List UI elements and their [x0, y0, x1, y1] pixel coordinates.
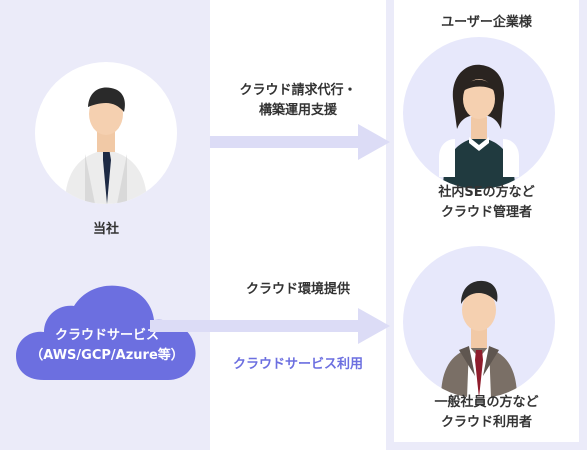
male-employee-icon [441, 280, 517, 398]
female-admin-icon [439, 64, 519, 189]
cloud-service-line2: （AWS/GCP/Azure等） [30, 348, 184, 363]
cloud-service-text: クラウドサービス （AWS/GCP/Azure等） [14, 326, 200, 366]
cloud-service-line1: クラウドサービス [54, 328, 159, 343]
top-flow-arrow [210, 124, 390, 160]
cloud-service-shape [14, 282, 200, 380]
arrow-right-icon [150, 308, 390, 344]
top-flow-line1: クラウド請求代行・ [239, 83, 357, 98]
company-person-avatar [35, 62, 177, 204]
user1-label-line2: クラウド管理者 [440, 205, 532, 220]
company-person-icon [65, 87, 147, 204]
user1-avatar [403, 37, 555, 189]
user2-avatar [403, 246, 555, 398]
user1-label: 社内SEの方など クラウド管理者 [394, 183, 579, 223]
top-flow-line2: 構築運用支援 [258, 103, 337, 118]
user-company-title: ユーザー企業様 [441, 15, 532, 30]
bottom-flow-arrow [150, 308, 390, 344]
top-flow-label: クラウド請求代行・ 構築運用支援 [210, 81, 386, 121]
user2-label: 一般社員の方など クラウド利用者 [394, 393, 579, 433]
bottom-flow-label: クラウド環境提供 [245, 282, 350, 297]
company-label: 当社 [92, 222, 119, 237]
cloud-icon [16, 285, 196, 380]
user2-label-line2: クラウド利用者 [440, 415, 532, 430]
user2-label-line1: 一般社員の方など [434, 395, 539, 410]
bottom-flow-sublabel: クラウドサービス利用 [232, 357, 363, 372]
arrow-right-icon [210, 124, 390, 160]
user1-label-line1: 社内SEの方など [438, 185, 535, 200]
